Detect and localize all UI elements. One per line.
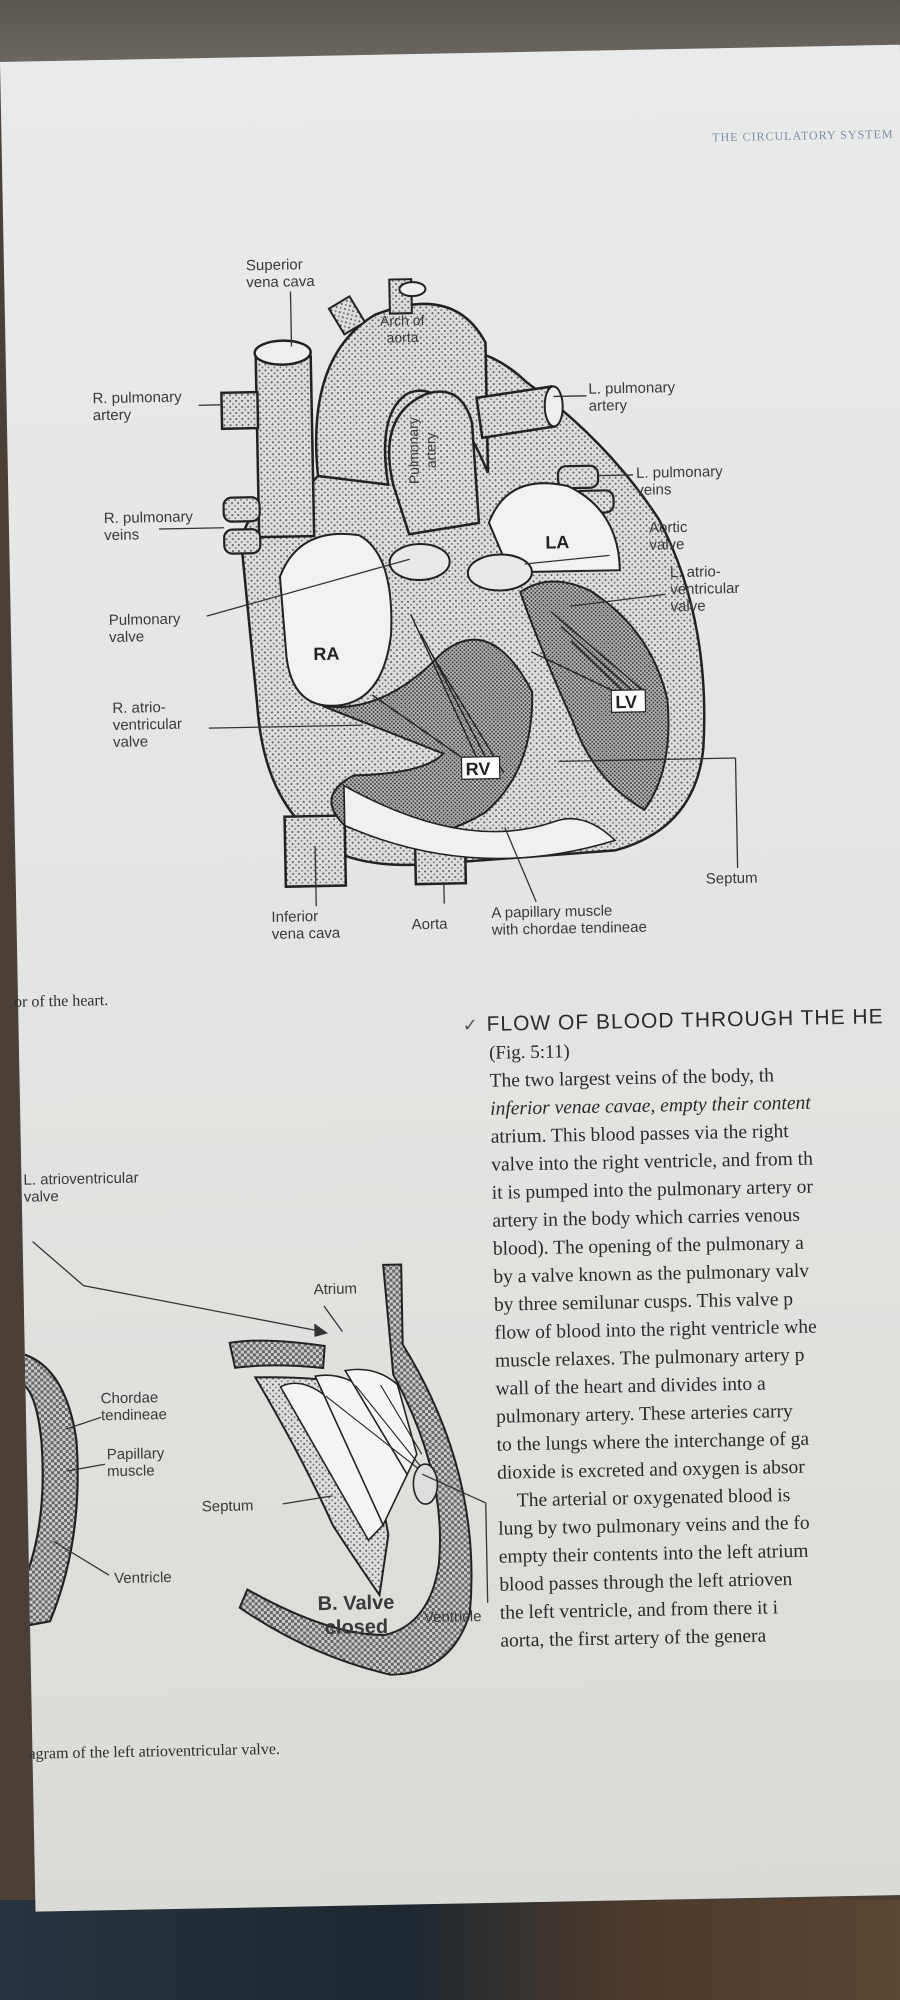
chamber-rv: RV (465, 759, 490, 779)
lv-label-box (610, 689, 647, 713)
book-page: THE CIRCULATORY SYSTEM (0, 44, 900, 1912)
right-atrium-cavity (278, 532, 393, 707)
valve-b-cusps (279, 1368, 418, 1542)
check-mark: ✓ (462, 1015, 478, 1036)
aortic-branch-3-opening (398, 281, 427, 298)
septum-band (343, 784, 617, 860)
rv-label-box (460, 755, 501, 780)
valve-leader-lines (32, 1241, 489, 1603)
valve-a-wall (13, 1350, 79, 1629)
section-body: The two largest veins of the body, th in… (489, 1059, 900, 1656)
left-atrium-cavity (487, 482, 621, 574)
pulmonary-valve-shape (388, 543, 451, 582)
aortic-branch-1 (327, 294, 367, 336)
right-ventricle-muscle (322, 638, 534, 839)
label-valve-closed: B. Valve closed (317, 1591, 395, 1640)
valve-b-chordae (325, 1384, 426, 1475)
label-valve-ventricle-right: Ventricle (423, 1608, 482, 1627)
label-valve-ventricle-left: Ventricle (113, 1568, 172, 1588)
r-pulmonary-vein-1 (222, 496, 261, 523)
r-pulmonary-artery-vessel (220, 390, 260, 431)
chamber-lv: LV (615, 692, 637, 712)
heart-diagram: RA LA LV RV (158, 278, 739, 907)
label-valve-papillary-muscle: Papillary muscle (106, 1445, 165, 1481)
heart-leader-lines (158, 291, 739, 907)
left-ventricle-cavity (519, 580, 670, 812)
l-pulmonary-vein-1 (556, 464, 600, 490)
chamber-ra: RA (313, 644, 339, 664)
aortic-arch (314, 302, 490, 487)
aortic-valve-shape (466, 553, 533, 592)
figure-reference: (Fig. 5:11) (488, 1041, 570, 1064)
label-valve-l-atrioventricular: L. atrioventricular valve (23, 1169, 139, 1206)
background-table-bottom (0, 1900, 900, 2000)
label-valve-atrium: Atrium (313, 1280, 358, 1299)
svc-opening (253, 339, 312, 366)
valve-b-outer-wall (238, 1263, 473, 1676)
valve-b-inner-wall (228, 1339, 326, 1370)
label-valve-septum: Septum (201, 1497, 254, 1516)
label-valve-chordae-tendineae: Chordae tendineae (100, 1389, 168, 1425)
r-pulmonary-vein-2 (223, 528, 262, 555)
valve-b-papillary-muscle (412, 1463, 439, 1505)
chamber-la: LA (545, 532, 569, 552)
valve-diagram (13, 1241, 489, 1676)
pulmonary-artery-vessel (387, 390, 481, 536)
